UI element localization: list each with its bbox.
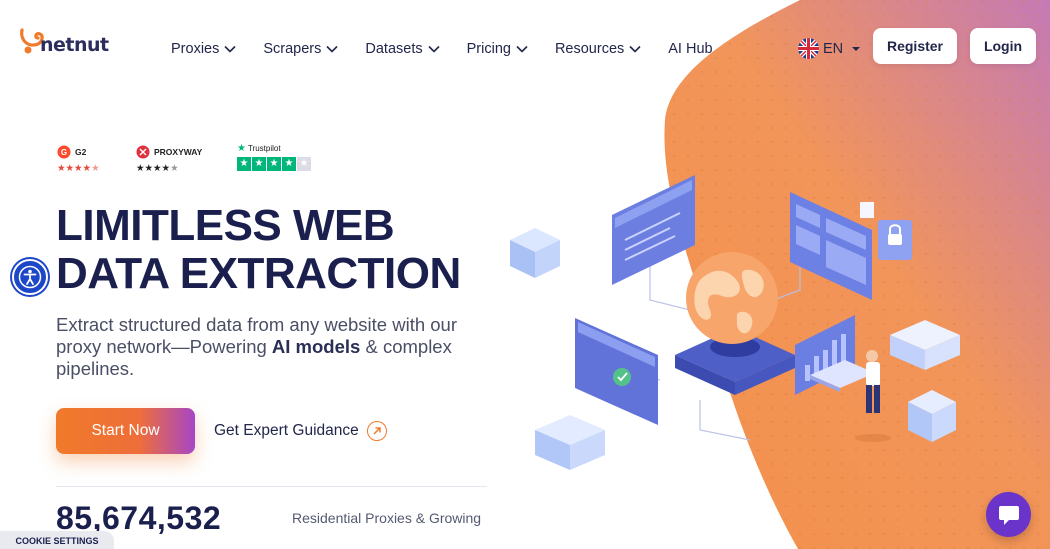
chevron-down-icon (516, 45, 528, 53)
subtitle-emphasis: AI models (271, 336, 361, 357)
person-with-laptop (810, 350, 891, 442)
caret-down-icon (852, 46, 861, 51)
chevron-down-icon (224, 45, 236, 53)
register-button[interactable]: Register (873, 28, 957, 64)
nav-ai-hub[interactable]: AI Hub (668, 41, 712, 57)
proxyway-icon (136, 145, 150, 159)
floating-cube (510, 228, 560, 278)
arrow-up-right-icon (366, 421, 387, 441)
nav-pricing[interactable]: Pricing (467, 41, 528, 57)
cookie-settings-button[interactable]: COOKIE SETTINGS (0, 531, 114, 549)
login-button[interactable]: Login (970, 28, 1036, 64)
verified-panel (575, 318, 658, 425)
svg-text:G: G (61, 148, 67, 157)
netnut-logo[interactable]: netnut (18, 26, 109, 56)
nav-label: Scrapers (263, 41, 322, 57)
lock-icon (878, 220, 912, 260)
uk-flag-icon (798, 38, 819, 59)
accessibility-icon (18, 265, 42, 289)
nav-proxies[interactable]: Proxies (171, 41, 236, 57)
expert-guidance-link[interactable]: Get Expert Guidance (214, 421, 387, 441)
nav-label: Resources (554, 41, 625, 57)
nav-resources[interactable]: Resources (555, 41, 641, 57)
trustpilot-rating[interactable]: ★ Trustpilot ★★★★★ (237, 143, 312, 171)
start-now-button[interactable]: Start Now (56, 408, 195, 454)
logo-text: netnut (40, 34, 109, 56)
nav-label: AI Hub (668, 41, 713, 57)
rating-stars: ★★★★★ (57, 163, 100, 174)
nav-scrapers[interactable]: Scrapers (263, 41, 338, 57)
main-nav: Proxies Scrapers Datasets Pricing Resour… (171, 41, 740, 57)
proxyway-rating[interactable]: PROXYWAY ★★★★★ (136, 145, 202, 174)
g2-rating[interactable]: G G2 ★★★★★ (57, 145, 100, 174)
hero-headline: LIMITLESS WEB DATA EXTRACTION (56, 202, 461, 298)
g2-icon: G (57, 145, 71, 159)
headline-line-2: DATA EXTRACTION (56, 249, 461, 298)
nav-label: Pricing (466, 41, 511, 57)
squirrel-icon (20, 28, 44, 54)
proxy-counter: 85,674,532 (56, 500, 222, 536)
rating-name: Trustpilot (247, 144, 281, 153)
trustpilot-icon: ★ (237, 143, 246, 154)
nav-label: Proxies (171, 41, 220, 57)
data-network-illustration (510, 175, 960, 470)
hero-subtitle: Extract structured data from any website… (56, 314, 486, 380)
chevron-down-icon (326, 45, 338, 53)
headline-line-1: LIMITLESS WEB (56, 201, 395, 250)
chat-button[interactable] (986, 492, 1031, 537)
chevron-down-icon (428, 45, 440, 53)
chevron-down-icon (629, 45, 641, 53)
rating-stars: ★★★★★ (237, 157, 312, 171)
proxy-counter-label: Residential Proxies & Growing (292, 510, 482, 526)
language-selector[interactable]: EN (798, 38, 863, 59)
dashboard-panel (790, 192, 872, 300)
nav-label: Datasets (365, 41, 423, 57)
rating-name: PROXYWAY (154, 147, 203, 157)
divider (56, 486, 487, 487)
globe-platform (675, 252, 795, 395)
subtitle-text-end: & complex pipelines. (56, 336, 452, 379)
expert-guidance-label: Get Expert Guidance (214, 422, 359, 439)
browser-panel (612, 175, 695, 285)
accessibility-button[interactable] (12, 259, 48, 295)
language-label: EN (823, 40, 844, 57)
rating-name: G2 (75, 147, 87, 157)
chat-icon (998, 505, 1019, 525)
subtitle-text: Extract structured data from any website… (56, 314, 458, 357)
nav-datasets[interactable]: Datasets (365, 41, 440, 57)
rating-stars: ★★★★★ (136, 163, 179, 174)
